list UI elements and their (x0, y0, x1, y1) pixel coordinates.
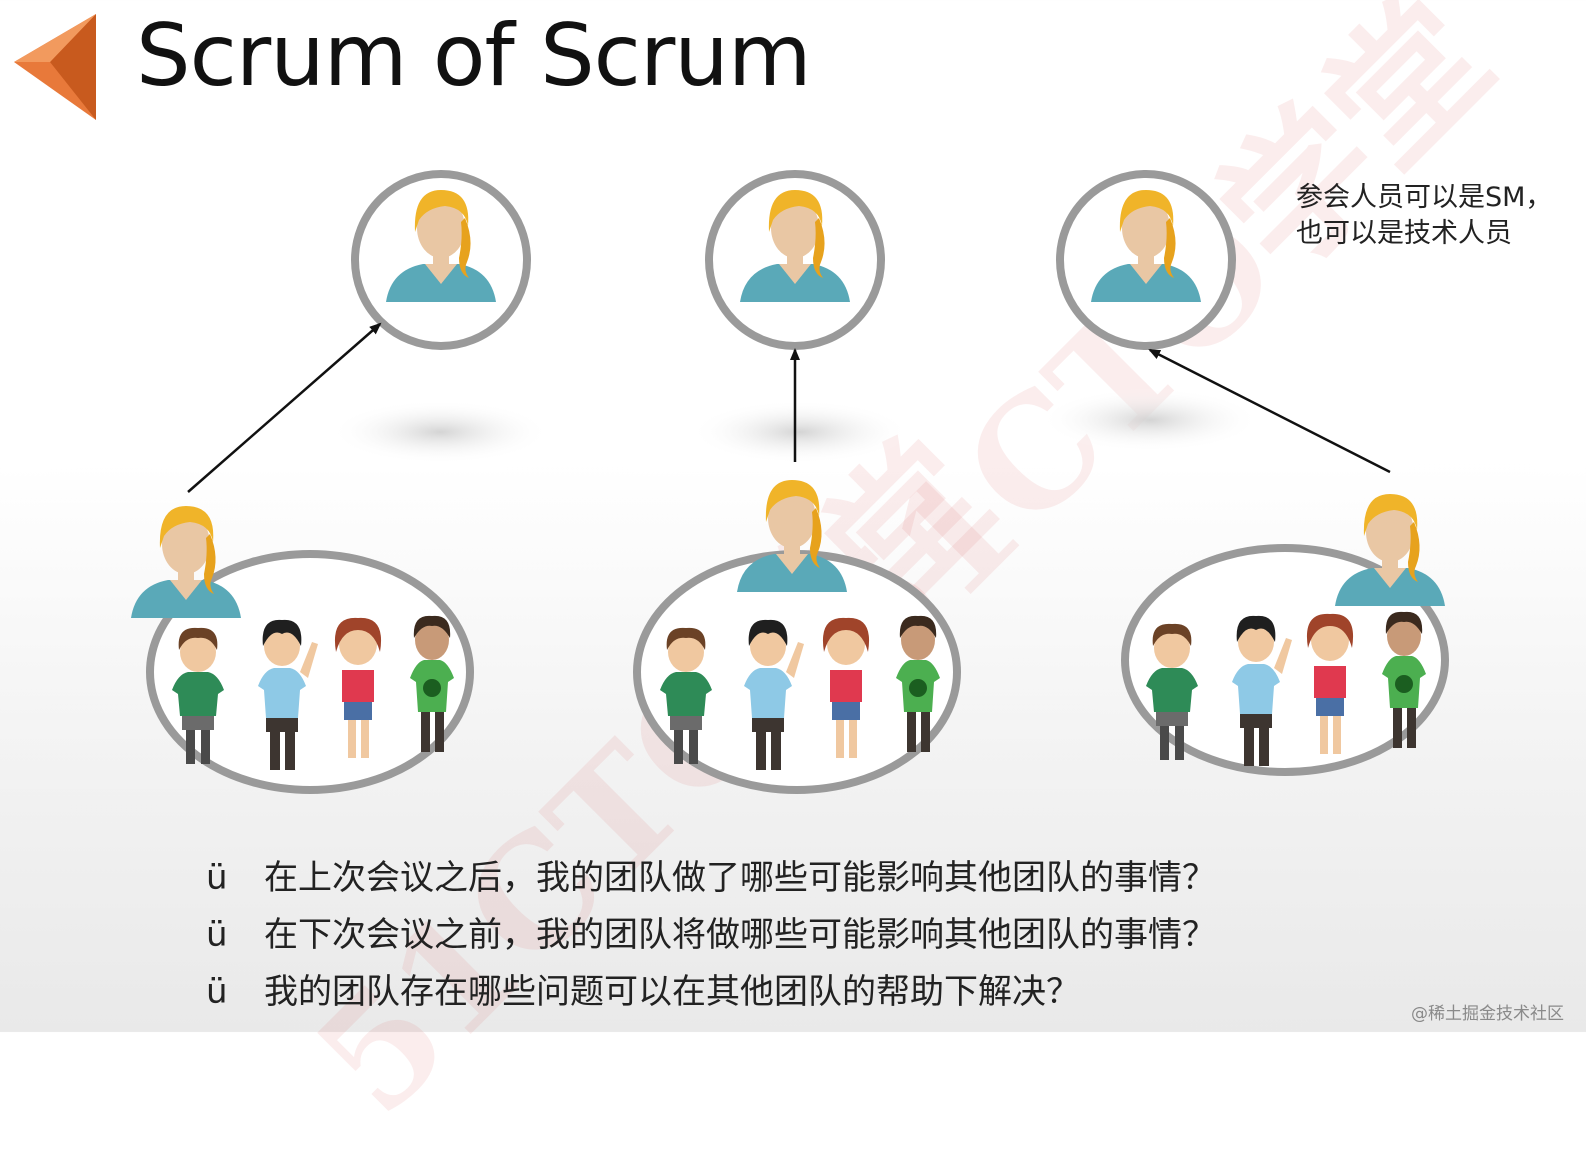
side-note: 参会人员可以是SM， 也可以是技术人员 (1296, 180, 1552, 252)
question-item: ü 我的团队存在哪些问题可以在其他团队的帮助下解决？ (206, 964, 1216, 1021)
question-text: 我的团队存在哪些问题可以在其他团队的帮助下解决？ (264, 972, 1080, 1012)
corner-credit: @稀土掘金技术社区 (1411, 1004, 1564, 1024)
bullet: ü (206, 972, 228, 1012)
scrum-master-avatar-icon (737, 480, 847, 592)
side-note-line: 也可以是技术人员 (1296, 218, 1512, 249)
team-group (633, 480, 961, 794)
representative-group (705, 170, 885, 350)
question-text: 在上次会议之后，我的团队做了哪些可能影响其他团队的事情？ (264, 858, 1216, 898)
representative-group (351, 170, 531, 350)
question-item: ü 在下次会议之前，我的团队将做哪些可能影响其他团队的事情？ (206, 907, 1216, 964)
up-arrow-icon (187, 322, 382, 493)
team-group (131, 506, 474, 794)
bullet: ü (206, 858, 228, 898)
question-list: ü 在上次会议之后，我的团队做了哪些可能影响其他团队的事情？ ü 在下次会议之前… (206, 850, 1216, 1021)
side-note-line: 参会人员可以是SM， (1296, 182, 1553, 213)
scrum-master-avatar-icon (131, 506, 241, 618)
representative-group (1056, 170, 1236, 350)
team-group (1121, 494, 1449, 776)
slide-title: Scrum of Scrum (136, 6, 812, 106)
scrum-of-scrum-diagram (131, 170, 1449, 794)
up-arrow-icon (1148, 348, 1391, 474)
question-text: 在下次会议之前，我的团队将做哪些可能影响其他团队的事情？ (264, 915, 1216, 955)
question-item: ü 在上次会议之后，我的团队做了哪些可能影响其他团队的事情？ (206, 850, 1216, 907)
title-arrow-icon (14, 14, 96, 120)
scrum-master-avatar-icon (1335, 494, 1445, 606)
bullet: ü (206, 915, 228, 955)
